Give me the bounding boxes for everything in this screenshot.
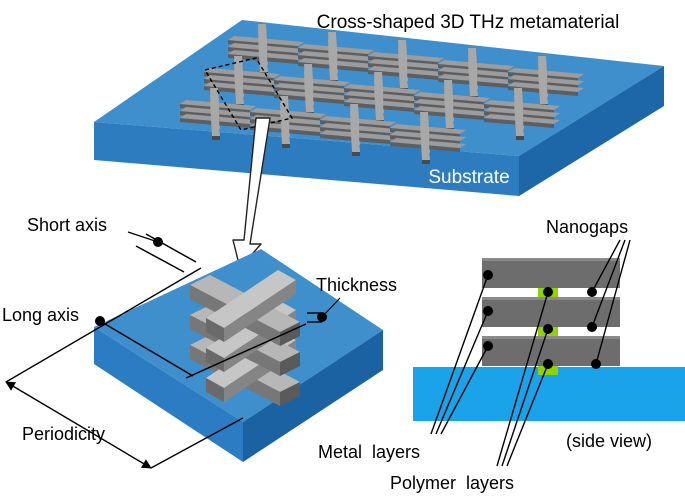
top-substrate-side-face <box>519 66 664 196</box>
cross-structure <box>298 32 374 84</box>
cross-structure <box>484 88 560 140</box>
top-substrate-front-face <box>94 122 519 196</box>
diagram-title: Cross-shaped 3D THz metamaterial <box>317 12 620 33</box>
cross-structure <box>368 40 444 92</box>
unit-metal-layer <box>190 270 300 346</box>
side-view-label: (side view) <box>566 431 652 451</box>
polymer-layers-pointers <box>496 287 553 467</box>
metal-layers-pointers <box>430 270 493 435</box>
long-axis-indicator <box>95 316 307 379</box>
cross-structure <box>204 56 280 108</box>
metal-layer-2 <box>482 297 620 327</box>
cross-array <box>180 24 584 164</box>
cross-structure <box>180 88 256 140</box>
substrate-label: Substrate <box>428 167 509 188</box>
cross-structure <box>438 48 514 100</box>
side-view <box>413 258 685 421</box>
cross-structure <box>274 64 350 116</box>
short-axis-label: Short axis <box>27 215 107 235</box>
short-axis-indicator <box>127 231 197 273</box>
cross-structure <box>228 24 304 76</box>
cross-structure <box>390 112 466 164</box>
unit-cross-stack <box>190 270 300 406</box>
unit-cell-front-face <box>94 327 243 462</box>
unit-cell-selection-box <box>203 57 294 131</box>
polymer-layers-label: Polymer layers <box>390 473 514 493</box>
unit-cell-side-face <box>243 330 383 462</box>
cross-structure <box>414 80 490 132</box>
cross-structure <box>320 104 396 156</box>
nanogaps-label: Nanogaps <box>546 217 628 237</box>
thickness-indicator <box>307 297 341 323</box>
polymer-layer-3 <box>538 366 558 375</box>
periodicity-indicator <box>5 267 244 469</box>
side-view-substrate <box>413 367 685 421</box>
long-axis-label: Long axis <box>2 305 79 325</box>
metal-layer-1 <box>482 258 620 288</box>
metal-layers-label: Metal layers <box>318 442 420 462</box>
thickness-label: Thickness <box>316 275 397 295</box>
nanogaps-pointers <box>587 239 631 369</box>
cross-structure <box>344 72 420 124</box>
